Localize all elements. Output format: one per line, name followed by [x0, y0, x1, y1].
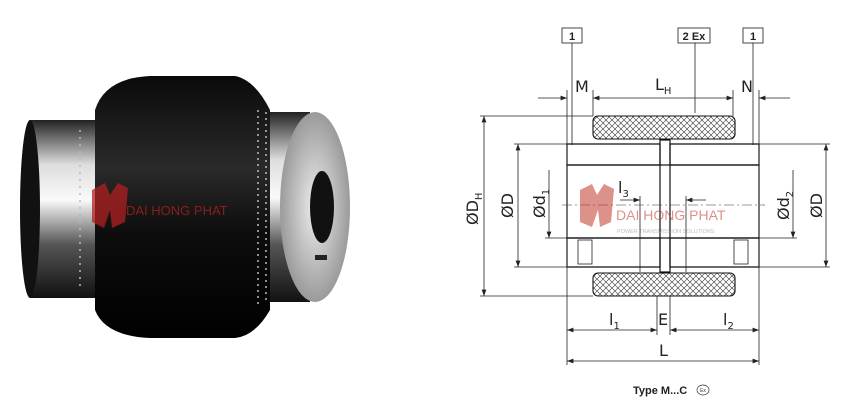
- dim-E: E: [658, 310, 668, 329]
- hub-left-bottom: [566, 237, 661, 268]
- svg-text:1: 1: [750, 31, 756, 43]
- svg-text:DAI HONG PHAT: DAI HONG PHAT: [616, 207, 726, 223]
- dim-l2: l2: [723, 310, 734, 332]
- technical-drawing: 1 2 Ex 1: [463, 27, 830, 397]
- dim-M: M: [575, 77, 589, 96]
- bore-icon: [310, 171, 334, 243]
- callout-2ex: 2 Ex: [677, 27, 711, 113]
- svg-text:1: 1: [569, 31, 575, 43]
- hub-right-top: [669, 143, 760, 166]
- sleeve-bottom: [592, 272, 736, 297]
- dim-D-left: ØD: [498, 193, 517, 218]
- callout-1-right: 1: [742, 27, 764, 145]
- caption: Type M...C: [633, 385, 687, 397]
- set-screw-left: [577, 239, 593, 265]
- drawing-watermark: DAI HONG PHAT POWER TRANSMISSION SOLUTIO…: [580, 184, 726, 235]
- ex-mark-icon: Ex: [696, 384, 710, 396]
- rubber-sleeve: [95, 76, 270, 338]
- svg-text:2 Ex: 2 Ex: [683, 31, 707, 43]
- hub-right-bottom: [669, 237, 760, 268]
- dim-d1: Ød1: [530, 189, 552, 218]
- dim-LH: LH: [655, 75, 671, 97]
- center-web: [659, 139, 671, 273]
- dim-l3: l3: [618, 178, 629, 200]
- svg-text:DAI HONG PHAT: DAI HONG PHAT: [126, 203, 228, 218]
- hub-left-top: [566, 143, 661, 166]
- keyway: [315, 255, 327, 260]
- dim-N: N: [741, 77, 753, 96]
- svg-text:POWER TRANSMISSION SOLUTIONS: POWER TRANSMISSION SOLUTIONS: [617, 229, 715, 235]
- svg-text:Ex: Ex: [700, 388, 706, 394]
- left-hub-end: [20, 120, 40, 298]
- dim-l1: l1: [609, 310, 620, 332]
- dim-L: L: [659, 341, 668, 360]
- dim-DH: ØDH: [463, 193, 485, 225]
- dimension-lines: [480, 90, 830, 365]
- photo-watermark: DAI HONG PHAT: [92, 183, 228, 228]
- callout-1-left: 1: [561, 27, 583, 145]
- dim-D-right: ØD: [807, 193, 826, 218]
- set-screw-right: [733, 239, 749, 265]
- gear-teeth: [79, 110, 267, 305]
- sleeve-top: [592, 115, 736, 140]
- dim-d2: Ød2: [774, 191, 796, 220]
- coupling-photo: DAI HONG PHAT: [20, 76, 350, 338]
